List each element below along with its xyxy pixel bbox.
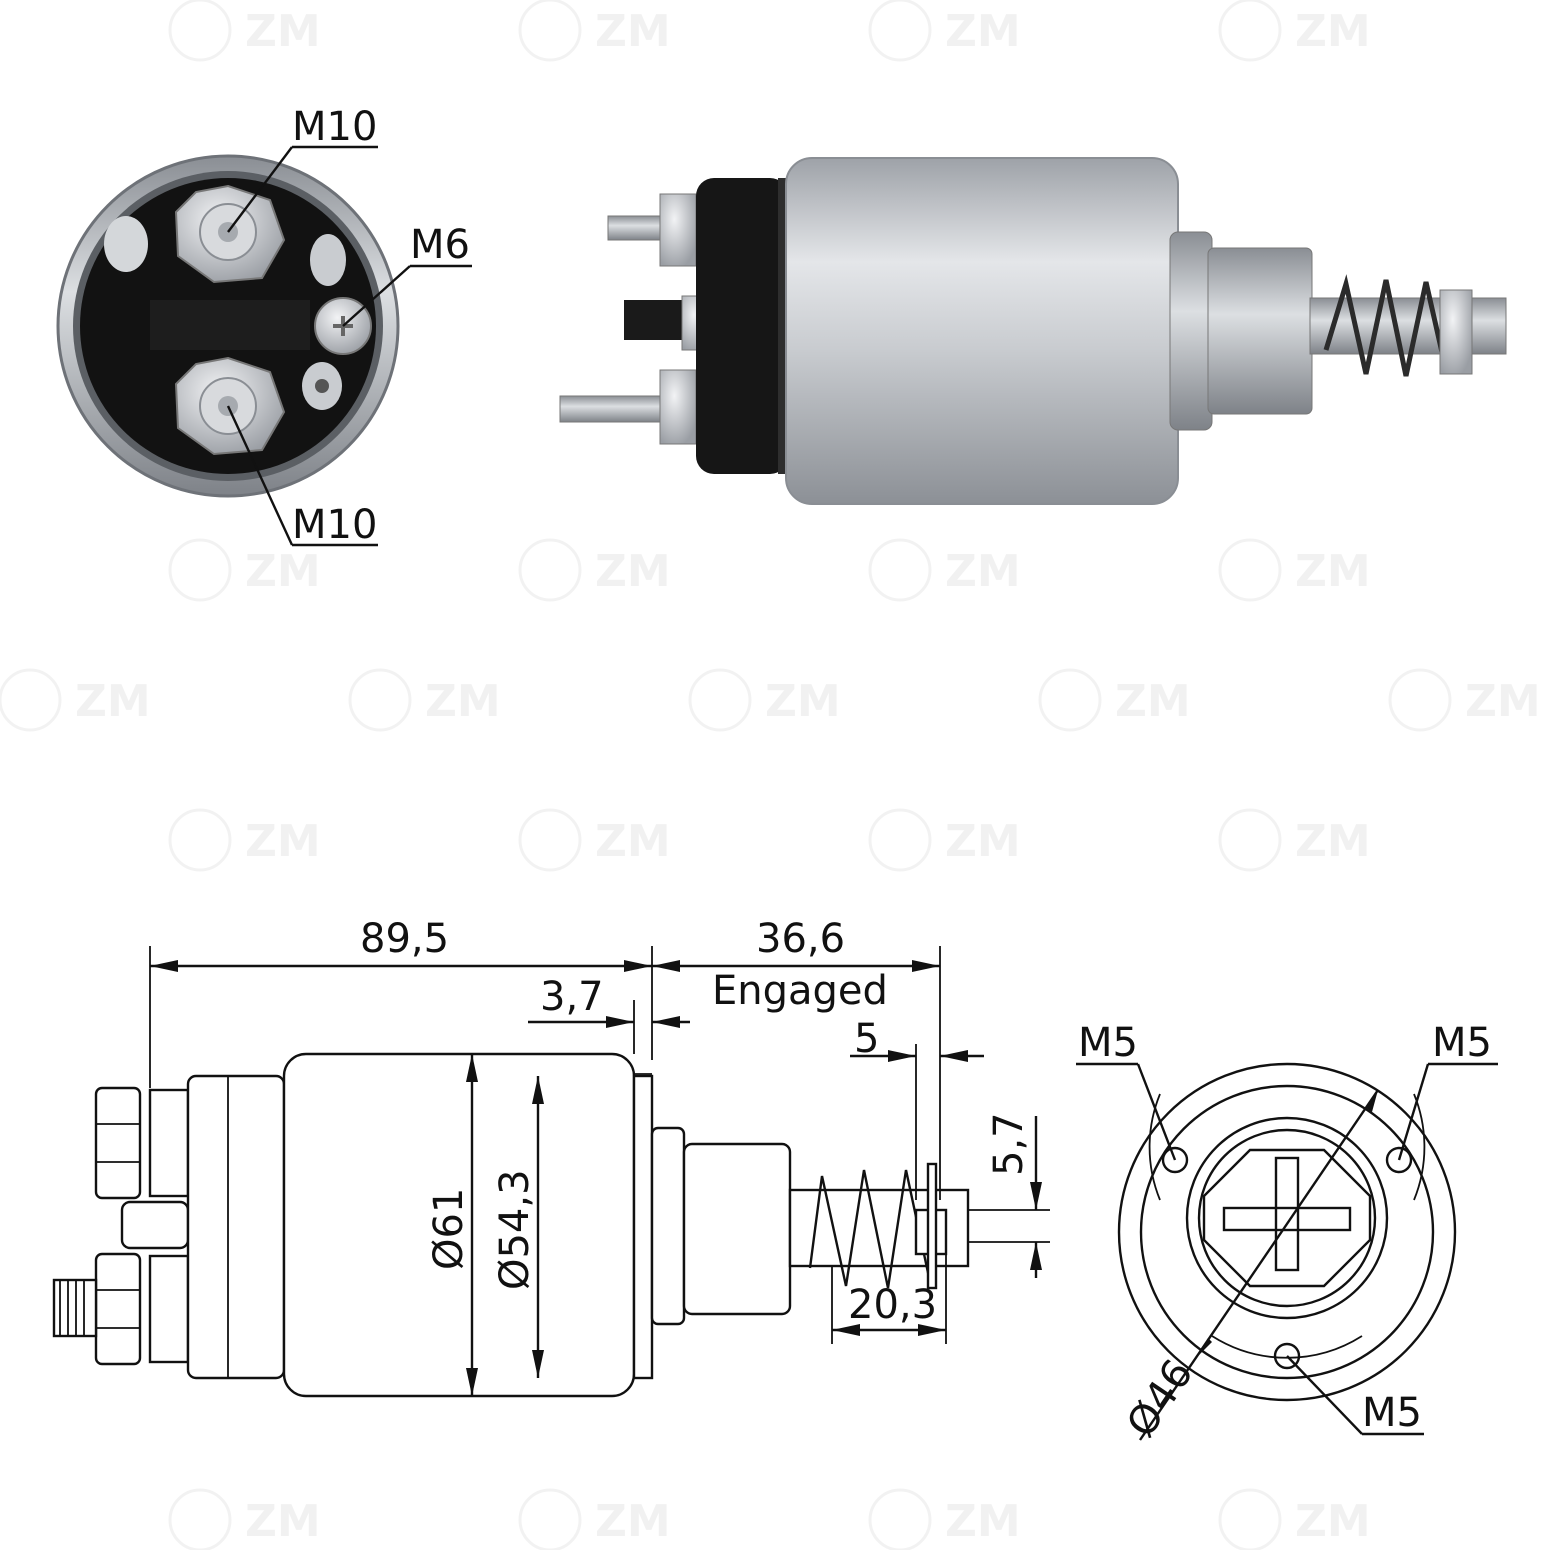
end-view-drawing [1117, 1062, 1457, 1402]
svg-text:ZM: ZM [1295, 6, 1371, 57]
svg-text:ZM: ZM [1295, 546, 1371, 597]
end-view-photo [56, 154, 400, 498]
svg-text:ZM: ZM [945, 546, 1021, 597]
side-drawing [52, 1052, 970, 1398]
svg-text:ZM: ZM [765, 676, 841, 727]
svg-text:ZM: ZM [945, 6, 1021, 57]
svg-text:ZM: ZM [595, 546, 671, 597]
hole-bottom-label: M5 [1362, 1390, 1422, 1436]
svg-text:ZM: ZM [245, 816, 321, 867]
overall-length-label: 89,5 [360, 916, 449, 962]
plunger-tip-label: 5 [854, 1016, 879, 1062]
hole-top-right-label: M5 [1432, 1020, 1492, 1066]
photo-leaders [226, 145, 472, 547]
svg-text:ZM: ZM [1295, 1496, 1371, 1547]
svg-text:ZM: ZM [1465, 676, 1541, 727]
top-terminal-nut [174, 184, 286, 284]
stroke-state-label: Engaged [712, 968, 888, 1014]
svg-text:ZM: ZM [75, 676, 151, 727]
svg-text:ZM: ZM [1115, 676, 1191, 727]
spring-length-label: 20,3 [848, 1282, 937, 1328]
bottom-terminal-label: M10 [292, 502, 377, 548]
flange-offset-label: 3,7 [540, 974, 604, 1020]
body-diameter-label: Ø61 [426, 1188, 472, 1270]
svg-text:ZM: ZM [945, 1496, 1021, 1547]
plunger-height-label: 5,7 [986, 1112, 1032, 1176]
svg-text:ZM: ZM [595, 1496, 671, 1547]
end-view-leaders [1076, 1062, 1498, 1441]
svg-text:ZM: ZM [425, 676, 501, 727]
small-terminal-label: M6 [410, 222, 470, 268]
svg-text:ZM: ZM [1295, 816, 1371, 867]
inner-diameter-label: Ø54,3 [492, 1169, 538, 1290]
side-view-photo [559, 157, 1507, 505]
top-terminal-label: M10 [292, 104, 377, 150]
svg-text:ZM: ZM [245, 1496, 321, 1547]
svg-text:ZM: ZM [595, 6, 671, 57]
hole-top-left-label: M5 [1078, 1020, 1138, 1066]
svg-text:ZM: ZM [245, 546, 321, 597]
stroke-length-label: 36,6 [756, 916, 845, 962]
svg-text:ZM: ZM [245, 6, 321, 57]
dimension-lines [149, 946, 1050, 1396]
svg-text:ZM: ZM [595, 816, 671, 867]
svg-text:ZM: ZM [945, 816, 1021, 867]
